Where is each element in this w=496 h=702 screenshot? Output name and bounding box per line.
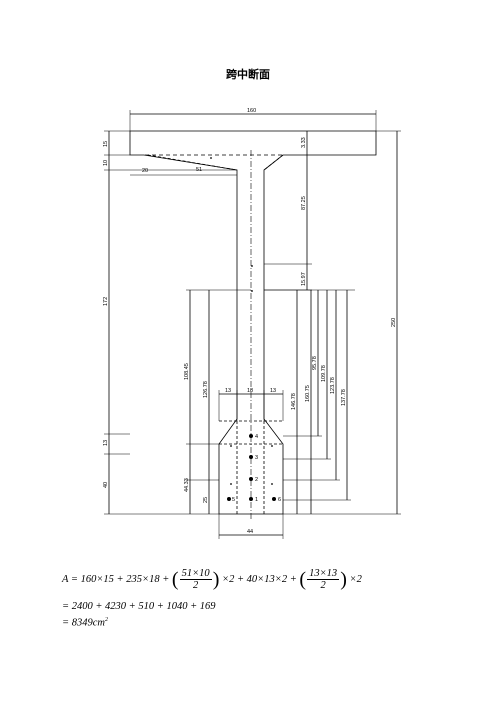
- area-formula-line3: = 8349cm2: [62, 613, 108, 631]
- tendon-5-label: 5: [232, 497, 235, 503]
- dim-web-w: 18: [247, 388, 253, 394]
- formula-part2: ×2 + 40×13×2 +: [221, 573, 297, 585]
- formula-result: = 8349: [62, 617, 93, 629]
- dim-haunch-w: 20: [142, 168, 148, 174]
- dim-108-45: 108.45: [184, 363, 190, 380]
- tendon-4-label: 4: [255, 434, 258, 440]
- section-outline: [129, 130, 377, 515]
- tendon-6-label: 6: [278, 497, 281, 503]
- dim-bottom-h: 40: [103, 482, 109, 488]
- frac1-num: 51×10: [179, 568, 212, 580]
- dim-haunch-h: 10: [103, 160, 109, 166]
- formula-part1: = 160×15 + 235×18 +: [70, 573, 170, 585]
- formula-unit-exp: 2: [104, 617, 108, 623]
- dim-flange-thk: 15: [103, 141, 109, 147]
- dim-160-75: 160.75: [305, 385, 311, 402]
- dim-total-h: 250: [391, 318, 397, 327]
- dim-87-25: 87.25: [301, 196, 307, 210]
- dim-95-78: 95.78: [312, 356, 318, 370]
- dim-44-33: 44.33: [184, 478, 190, 492]
- dim-137-78: 137.78: [341, 389, 347, 406]
- dim-146-78: 146.78: [291, 393, 297, 410]
- tendon-1-label: 1: [255, 497, 258, 503]
- tendon-1-dot: [249, 497, 253, 501]
- frac2-den: 2: [320, 580, 326, 591]
- frac1-den: 2: [193, 580, 199, 591]
- dim-25: 25: [203, 497, 209, 503]
- haunch-dashed-right: [263, 154, 284, 171]
- tendon-2-label: 2: [255, 477, 258, 483]
- formula-unit: cm: [92, 617, 105, 629]
- frac2-num: 13×13: [307, 568, 340, 580]
- tendon-4-dot: [249, 434, 253, 438]
- dim-15-97: 15.97: [301, 272, 307, 286]
- page-title: 跨中断面: [226, 68, 270, 81]
- dim-top-width: 160: [247, 108, 256, 114]
- formula-part3: ×2: [349, 573, 362, 585]
- tendon-3-label: 3: [255, 455, 258, 461]
- tendon-group: [227, 434, 276, 501]
- dim-bottom-w: 44: [247, 529, 253, 535]
- dim-haunch-len: 51: [196, 167, 202, 173]
- dim-side-left: 13: [225, 388, 231, 394]
- formula-lhs: A: [62, 573, 69, 585]
- dim-3-33: 3.33: [301, 137, 307, 148]
- dim-side-right: 13: [270, 388, 276, 394]
- dim-bulb-h: 13: [103, 440, 109, 446]
- tendon-3-dot: [249, 455, 253, 459]
- tendon-5-dot: [227, 497, 231, 501]
- dim-web-h: 172: [103, 297, 109, 306]
- dim-109-78: 109.78: [321, 365, 327, 382]
- tendon-6-dot: [272, 497, 276, 501]
- tendon-2-dot: [249, 477, 253, 481]
- dim-123-78: 123.78: [330, 377, 336, 394]
- area-formula-line2: = 2400 + 4230 + 510 + 1040 + 169: [62, 601, 216, 612]
- haunch-dashed-left: [147, 154, 238, 171]
- dim-126-78: 126.78: [203, 381, 209, 398]
